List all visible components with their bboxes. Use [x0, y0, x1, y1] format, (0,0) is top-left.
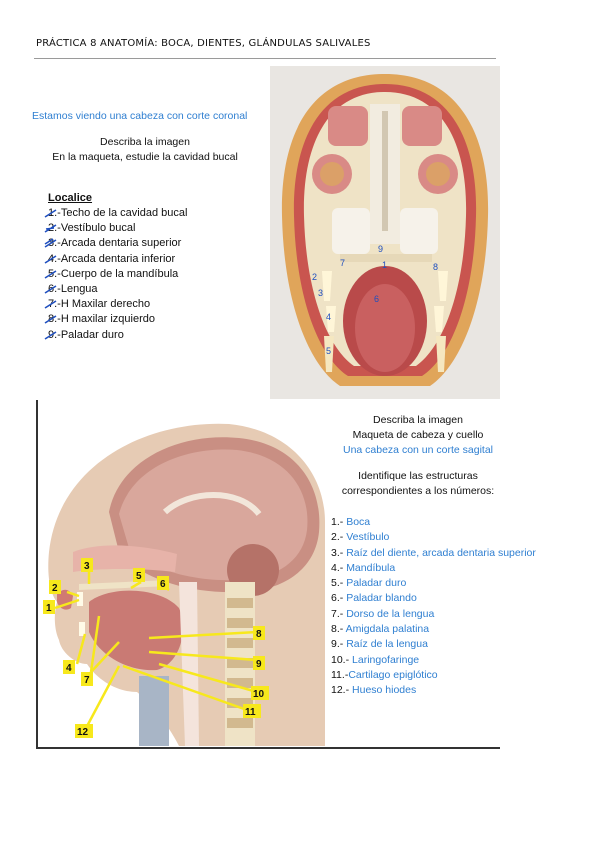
- answer-number: 8.-: [331, 623, 344, 636]
- sagittal-cut-note: Una cabeza con un corte sagital: [342, 444, 493, 456]
- sagittal-label: 11: [245, 707, 256, 718]
- answer-row: 5.- Paladar duro: [331, 576, 591, 591]
- list-item-text: 8.-H maxilar izquierdo: [48, 313, 155, 326]
- answer-number: 3.-: [331, 546, 344, 559]
- answer-row: 8.- Amigdala palatina: [331, 622, 591, 637]
- sagittal-label: 10: [253, 689, 265, 700]
- coronal-label: 4: [326, 312, 331, 322]
- sagittal-label: 3: [84, 561, 90, 572]
- coronal-label: 8: [433, 262, 438, 272]
- list-item-text: 5.-Cuerpo de la mandíbula: [48, 267, 179, 280]
- sagittal-label: 5: [136, 571, 142, 582]
- localice-heading: Localice: [48, 192, 93, 204]
- answer-row: 10.- Laringofaringe: [331, 653, 591, 668]
- answer-text: Hueso hiodes: [352, 684, 417, 697]
- sagittal-label: 9: [256, 659, 262, 670]
- list-item-text: 1.-Techo de la cavidad bucal: [48, 207, 188, 219]
- answer-number: 6.-: [331, 592, 344, 605]
- list-item: 2.-Vestíbulo bucal: [44, 221, 248, 236]
- section1-prompt-describe: Describa la imagen: [100, 136, 190, 148]
- list-item-text: 9.-Paladar duro: [48, 328, 124, 341]
- coronal-label: 1: [382, 260, 387, 270]
- coronal-head-illustration: 9 7 8 1 3 6 4 5 2: [270, 66, 500, 399]
- list-item-text: 4.-Arcada dentaria inferior: [48, 252, 176, 265]
- sagittal-label: 7: [84, 675, 90, 686]
- coronal-label: 7: [340, 258, 345, 268]
- answer-row: 6.- Paladar blando: [331, 591, 591, 606]
- answer-text: Laringofaringe: [352, 653, 420, 666]
- sagittal-head-illustration: 1 2 3 4 5 6 7 8 9 10 11 12: [39, 402, 329, 746]
- document-header-title: PRÁCTICA 8 ANATOMÍA: BOCA, DIENTES, GLÁN…: [36, 38, 371, 49]
- coronal-label: 2: [312, 272, 317, 282]
- list-item: 5.-Cuerpo de la mandíbula: [44, 267, 248, 282]
- coronal-label: 3: [318, 288, 323, 298]
- answer-number: 9.-: [331, 638, 344, 651]
- answer-text: Cartilago epiglótico: [348, 668, 438, 681]
- list-item-text: 7.-H Maxilar derecho: [48, 298, 151, 311]
- list-item: 9.-Paladar duro: [44, 328, 248, 343]
- answer-row: 12.- Hueso hiodes: [331, 683, 591, 698]
- answer-text: Amigdala palatina: [345, 623, 430, 636]
- answer-number: 12.-: [331, 684, 350, 697]
- answer-text: Mandíbula: [346, 561, 396, 574]
- section2-prompt-describe: Describa la imagen: [373, 414, 463, 426]
- section2-prompt-model: Maqueta de cabeza y cuello: [352, 429, 484, 441]
- figure-border-bottom: [36, 747, 500, 749]
- answer-number: 10.-: [331, 653, 350, 666]
- answer-row: 4.- Mandíbula: [331, 561, 591, 576]
- structures-answer-list: 1.- Boca 2.- Vestíbulo 3.- Raíz del dien…: [331, 515, 591, 699]
- header-divider: [34, 58, 496, 59]
- list-item: 7.-H Maxilar derecho: [44, 297, 248, 312]
- identify-heading-line2: correspondientes a los números:: [341, 485, 495, 497]
- list-item-text: 3.-Arcada dentaria superior: [48, 237, 182, 250]
- answer-row: 2.- Vestíbulo: [331, 530, 591, 545]
- answer-row: 9.- Raíz de la lengua: [331, 637, 591, 652]
- sagittal-label: 6: [160, 579, 166, 590]
- section1-prompt-study: En la maqueta, estudie la cavidad bucal: [52, 151, 238, 163]
- answer-text: Raíz de la lengua: [346, 638, 428, 651]
- answer-text: Dorso de la lengua: [346, 607, 435, 620]
- answer-row: 3.- Raíz del diente, arcada dentaria sup…: [331, 546, 591, 561]
- list-item-text: 2.-Vestíbulo bucal: [48, 222, 136, 235]
- list-item: 6.-Lengua: [44, 282, 248, 297]
- answer-text: Vestíbulo: [346, 531, 390, 544]
- figure-border-left: [36, 400, 38, 748]
- sagittal-head-figure: 1 2 3 4 5 6 7 8 9 10 11 12: [39, 402, 329, 746]
- list-item: 1.-Techo de la cavidad bucal: [44, 206, 248, 221]
- coronal-label: 6: [374, 294, 379, 304]
- identify-heading-line1: Identifique las estructuras: [358, 470, 478, 482]
- answer-number: 5.-: [331, 577, 344, 590]
- answer-number: 4.-: [331, 561, 344, 574]
- coronal-head-figure: 9 7 8 1 3 6 4 5 2: [270, 66, 500, 399]
- sagittal-label: 12: [77, 727, 89, 738]
- localice-list: 1.-Techo de la cavidad bucal 2.-Vestíbul…: [44, 206, 248, 343]
- coronal-label: 9: [378, 244, 383, 254]
- answer-text: Paladar blando: [346, 592, 417, 605]
- answer-row: 1.- Boca: [331, 515, 591, 530]
- sagittal-label: 2: [52, 583, 58, 594]
- list-item-text: 6.-Lengua: [48, 283, 98, 296]
- list-item: 8.-H maxilar izquierdo: [44, 312, 248, 327]
- answer-number: 2.-: [331, 531, 344, 544]
- answer-text: Boca: [346, 516, 371, 528]
- answer-number: 1.-: [331, 516, 344, 528]
- answer-text: Raíz del diente, arcada dentaria superio…: [346, 546, 536, 559]
- answer-row: 7.- Dorso de la lengua: [331, 607, 591, 622]
- sagittal-label: 1: [46, 603, 52, 614]
- answer-row: 11.-Cartilago epiglótico: [331, 668, 591, 683]
- answer-number: 7.-: [331, 607, 344, 620]
- sagittal-label: 4: [66, 663, 72, 674]
- list-item: 4.-Arcada dentaria inferior: [44, 252, 248, 267]
- coronal-cut-note: Estamos viendo una cabeza con corte coro…: [32, 110, 248, 122]
- answer-number: 11.-: [331, 668, 349, 681]
- coronal-label: 5: [326, 346, 331, 356]
- answer-text: Paladar duro: [346, 577, 407, 590]
- list-item: 3.-Arcada dentaria superior: [44, 236, 248, 251]
- sagittal-label: 8: [256, 629, 262, 640]
